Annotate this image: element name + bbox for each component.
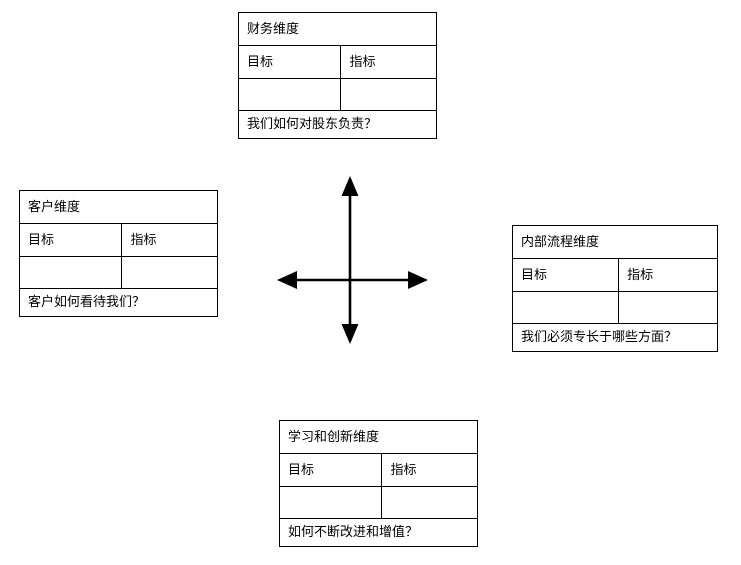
perspective-entry-row	[239, 79, 436, 111]
perspective-title-row: 财务维度	[239, 13, 436, 46]
perspective-box-learning-innovation[interactable]: 学习和创新维度 目标 指标 如何不断改进和增值？	[279, 420, 478, 547]
measures-value-learning-innovation[interactable]	[382, 487, 477, 518]
perspective-question-learning-innovation: 如何不断改进和增值？	[288, 525, 419, 540]
perspective-title-customer: 客户维度	[28, 199, 81, 215]
perspective-box-internal-process[interactable]: 内部流程维度 目标 指标 我们必须专长于哪些方面？	[512, 225, 718, 352]
four-way-double-arrow-cross-icon	[275, 172, 430, 348]
perspective-entry-row	[280, 487, 477, 519]
perspective-entry-row	[20, 257, 217, 289]
measures-value-customer[interactable]	[122, 257, 217, 288]
measures-value-financial[interactable]	[341, 79, 436, 110]
column-header-measures: 指标	[390, 462, 417, 478]
perspective-title-row: 内部流程维度	[513, 226, 717, 259]
objectives-value-financial[interactable]	[239, 79, 342, 110]
perspective-question-row: 我们必须专长于哪些方面？	[513, 324, 717, 351]
perspective-question-internal-process: 我们必须专长于哪些方面？	[521, 330, 678, 345]
column-header-objectives: 目标	[20, 224, 123, 256]
measures-value-internal-process[interactable]	[619, 292, 717, 323]
perspective-title-row: 客户维度	[20, 191, 217, 224]
perspective-entry-row	[513, 292, 717, 324]
perspective-header-row: 目标 指标	[239, 46, 436, 79]
column-header-objectives: 目标	[239, 46, 342, 78]
perspective-question-financial: 我们如何对股东负责？	[247, 117, 378, 132]
perspective-question-row: 客户如何看待我们？	[20, 289, 217, 316]
perspective-question-row: 如何不断改进和增值？	[280, 519, 477, 546]
perspective-question-row: 我们如何对股东负责？	[239, 111, 436, 138]
perspective-question-customer: 客户如何看待我们？	[28, 295, 146, 310]
perspective-title-financial: 财务维度	[247, 21, 300, 37]
perspective-header-row: 目标 指标	[20, 224, 217, 257]
column-header-measures: 指标	[349, 54, 376, 70]
perspective-title-internal-process: 内部流程维度	[521, 234, 600, 250]
perspective-header-row: 目标 指标	[280, 454, 477, 487]
perspective-box-financial[interactable]: 财务维度 目标 指标 我们如何对股东负责？	[238, 12, 437, 139]
objectives-value-internal-process[interactable]	[513, 292, 620, 323]
column-header-objectives: 目标	[513, 259, 620, 291]
objectives-value-customer[interactable]	[20, 257, 123, 288]
objectives-value-learning-innovation[interactable]	[280, 487, 383, 518]
column-header-objectives: 目标	[280, 454, 383, 486]
perspective-box-customer[interactable]: 客户维度 目标 指标 客户如何看待我们？	[19, 190, 218, 317]
column-header-measures: 指标	[130, 232, 157, 248]
perspective-title-row: 学习和创新维度	[280, 421, 477, 454]
perspective-title-learning-innovation: 学习和创新维度	[288, 429, 380, 445]
perspective-header-row: 目标 指标	[513, 259, 717, 292]
column-header-measures: 指标	[627, 267, 654, 283]
